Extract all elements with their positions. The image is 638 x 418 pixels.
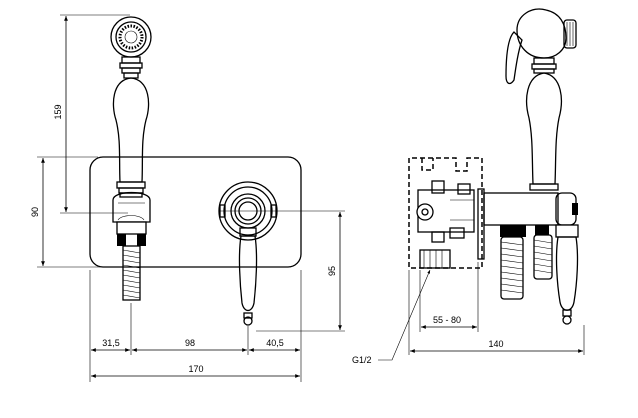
dim-label-159: 159 — [53, 104, 63, 119]
thread-label: G1/2 — [352, 355, 372, 365]
thread-leader — [378, 269, 431, 361]
dimension-lines — [41, 16, 342, 378]
side-view: 55 - 80 140 G1/2 — [352, 8, 585, 365]
plate-profile — [477, 188, 485, 260]
mixer-lever — [238, 227, 258, 326]
dim-label-31-5: 31,5 — [102, 338, 120, 348]
dim-label-95: 95 — [327, 266, 337, 276]
handshower-side — [505, 8, 577, 191]
hose — [122, 245, 141, 301]
built-in-body — [416, 180, 475, 269]
dim-label-40-5: 40,5 — [266, 338, 284, 348]
dim-label-55-80: 55 - 80 — [433, 315, 461, 325]
dim-label-90: 90 — [30, 207, 40, 217]
dim-label-98: 98 — [185, 338, 195, 348]
dim-label-170: 170 — [188, 364, 203, 374]
wall-plate — [89, 156, 302, 268]
handshower-handle — [112, 77, 150, 183]
handshower-head — [110, 16, 152, 79]
handshower-holder — [112, 191, 151, 246]
dim-label-140: 140 — [488, 339, 503, 349]
extension-lines — [37, 14, 345, 382]
front-view: 159 90 95 31,5 98 40,5 170 — [30, 14, 345, 382]
lever-side — [555, 224, 579, 325]
side-extension-lines — [408, 262, 585, 355]
side-dimension-lines — [410, 325, 583, 353]
hose-side — [500, 234, 553, 300]
built-in-box — [408, 157, 483, 269]
